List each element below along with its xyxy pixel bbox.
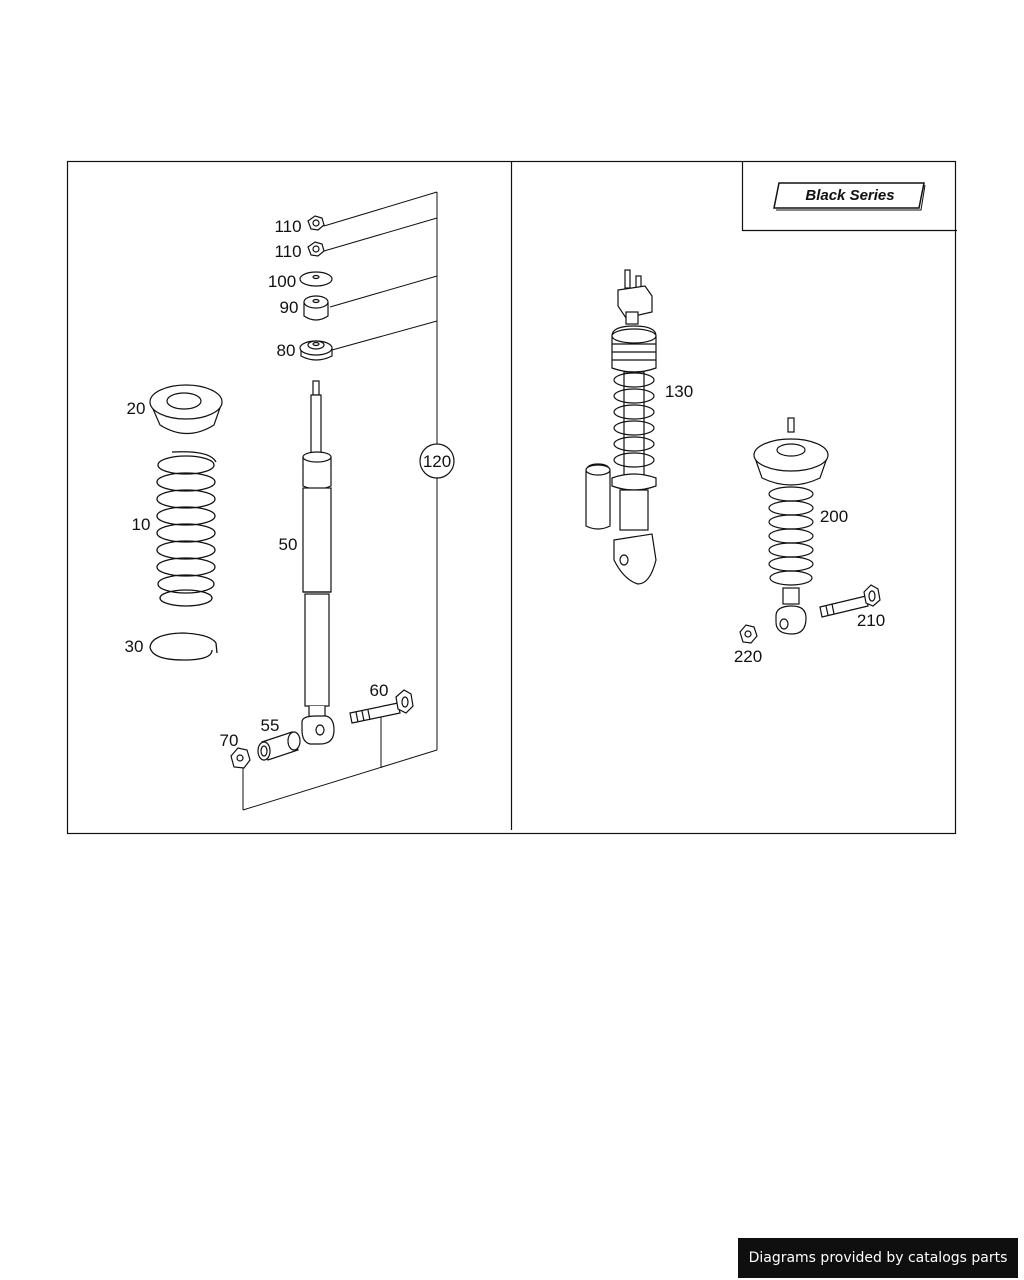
callout-90: 90 <box>280 298 299 317</box>
coil-spring-10 <box>156 451 217 607</box>
callout-80: 80 <box>277 341 296 360</box>
spring-seat-20 <box>149 384 223 435</box>
callout-60: 60 <box>370 681 389 700</box>
callout-210: 210 <box>857 611 885 630</box>
footer-credit: Diagrams provided by catalogs parts <box>738 1238 1018 1278</box>
nut-110-upper <box>307 215 325 231</box>
callout-110-lower: 110 <box>274 242 301 261</box>
callout-100: 100 <box>268 272 296 291</box>
callout-120: 120 <box>423 452 451 471</box>
washer-100 <box>299 271 333 287</box>
callout-10: 10 <box>132 515 151 534</box>
nut-220 <box>739 624 758 644</box>
callout-55: 55 <box>261 716 280 735</box>
nut-70 <box>230 747 251 769</box>
callout-130: 130 <box>665 382 693 401</box>
bolt-60 <box>349 689 414 724</box>
badge-box <box>741 161 957 232</box>
bolt-210 <box>819 584 881 618</box>
mount-80 <box>299 340 333 361</box>
bushing-90 <box>303 295 329 321</box>
callout-20: 20 <box>127 399 146 418</box>
nut-110-lower <box>307 241 325 257</box>
callout-30: 30 <box>125 637 144 656</box>
black-series-badge: Black Series <box>773 182 926 211</box>
callout-50: 50 <box>279 535 298 554</box>
callout-circle-120 <box>419 443 455 479</box>
badge-label: Black Series <box>805 187 894 204</box>
callout-200: 200 <box>820 507 848 526</box>
snap-ring-30 <box>149 632 218 661</box>
callout-110-upper: 110 <box>274 217 301 236</box>
assembly-200 <box>753 417 829 635</box>
sleeve-55 <box>257 731 301 761</box>
callout-220: 220 <box>734 647 762 666</box>
shock-absorber-50 <box>301 380 335 745</box>
callout-70: 70 <box>220 731 239 750</box>
assembly-130 <box>585 269 657 585</box>
